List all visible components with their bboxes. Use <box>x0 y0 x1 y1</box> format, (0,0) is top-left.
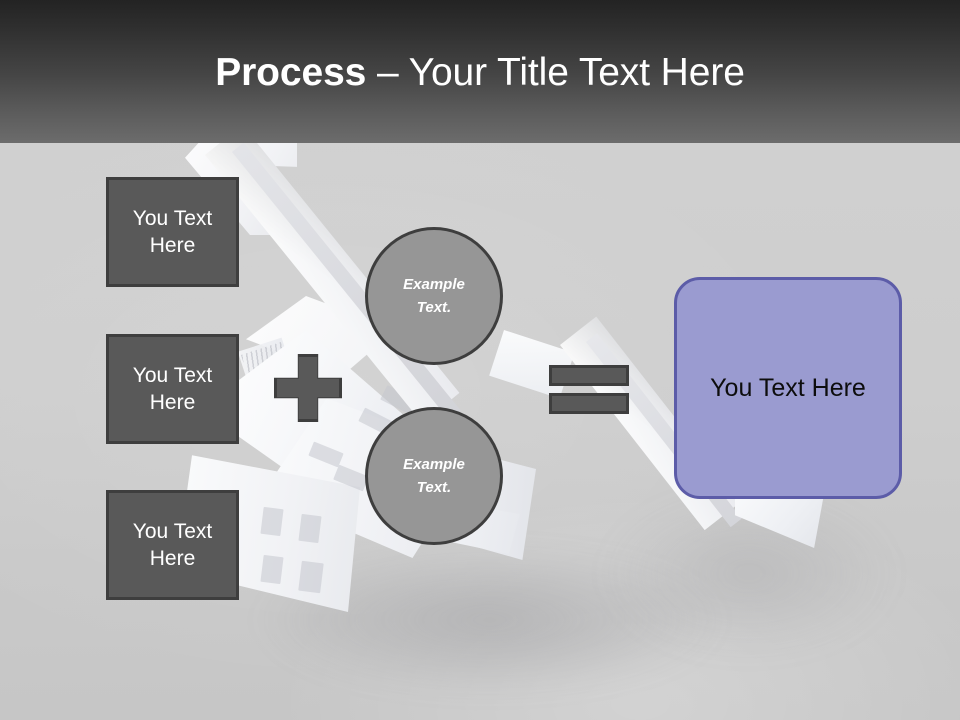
input-box-3-label: You Text Here <box>132 520 213 570</box>
page-title: Process – Your Title Text Here <box>0 50 960 96</box>
page-title-rest: – Your Title Text Here <box>366 51 745 94</box>
process-circle-2[interactable]: Example Text. <box>365 407 503 545</box>
equals-icon-bar-bottom <box>549 393 629 414</box>
result-box-label: You Text Here <box>710 374 866 402</box>
input-box-3[interactable]: You Text Here <box>106 490 239 600</box>
slide-header: Process – Your Title Text Here <box>0 0 960 143</box>
input-box-2-label: You Text Here <box>132 364 213 414</box>
process-circle-1[interactable]: Example Text. <box>365 227 503 365</box>
input-box-1[interactable]: You Text Here <box>106 177 239 287</box>
result-box[interactable]: You Text Here <box>674 277 902 499</box>
input-box-2[interactable]: You Text Here <box>106 334 239 444</box>
process-circle-2-label: Example Text. <box>403 456 465 496</box>
page-title-strong: Process <box>215 51 367 94</box>
input-box-1-label: You Text Here <box>132 207 213 257</box>
process-circle-1-label: Example Text. <box>403 276 465 316</box>
equals-icon-bar-top <box>549 365 629 386</box>
